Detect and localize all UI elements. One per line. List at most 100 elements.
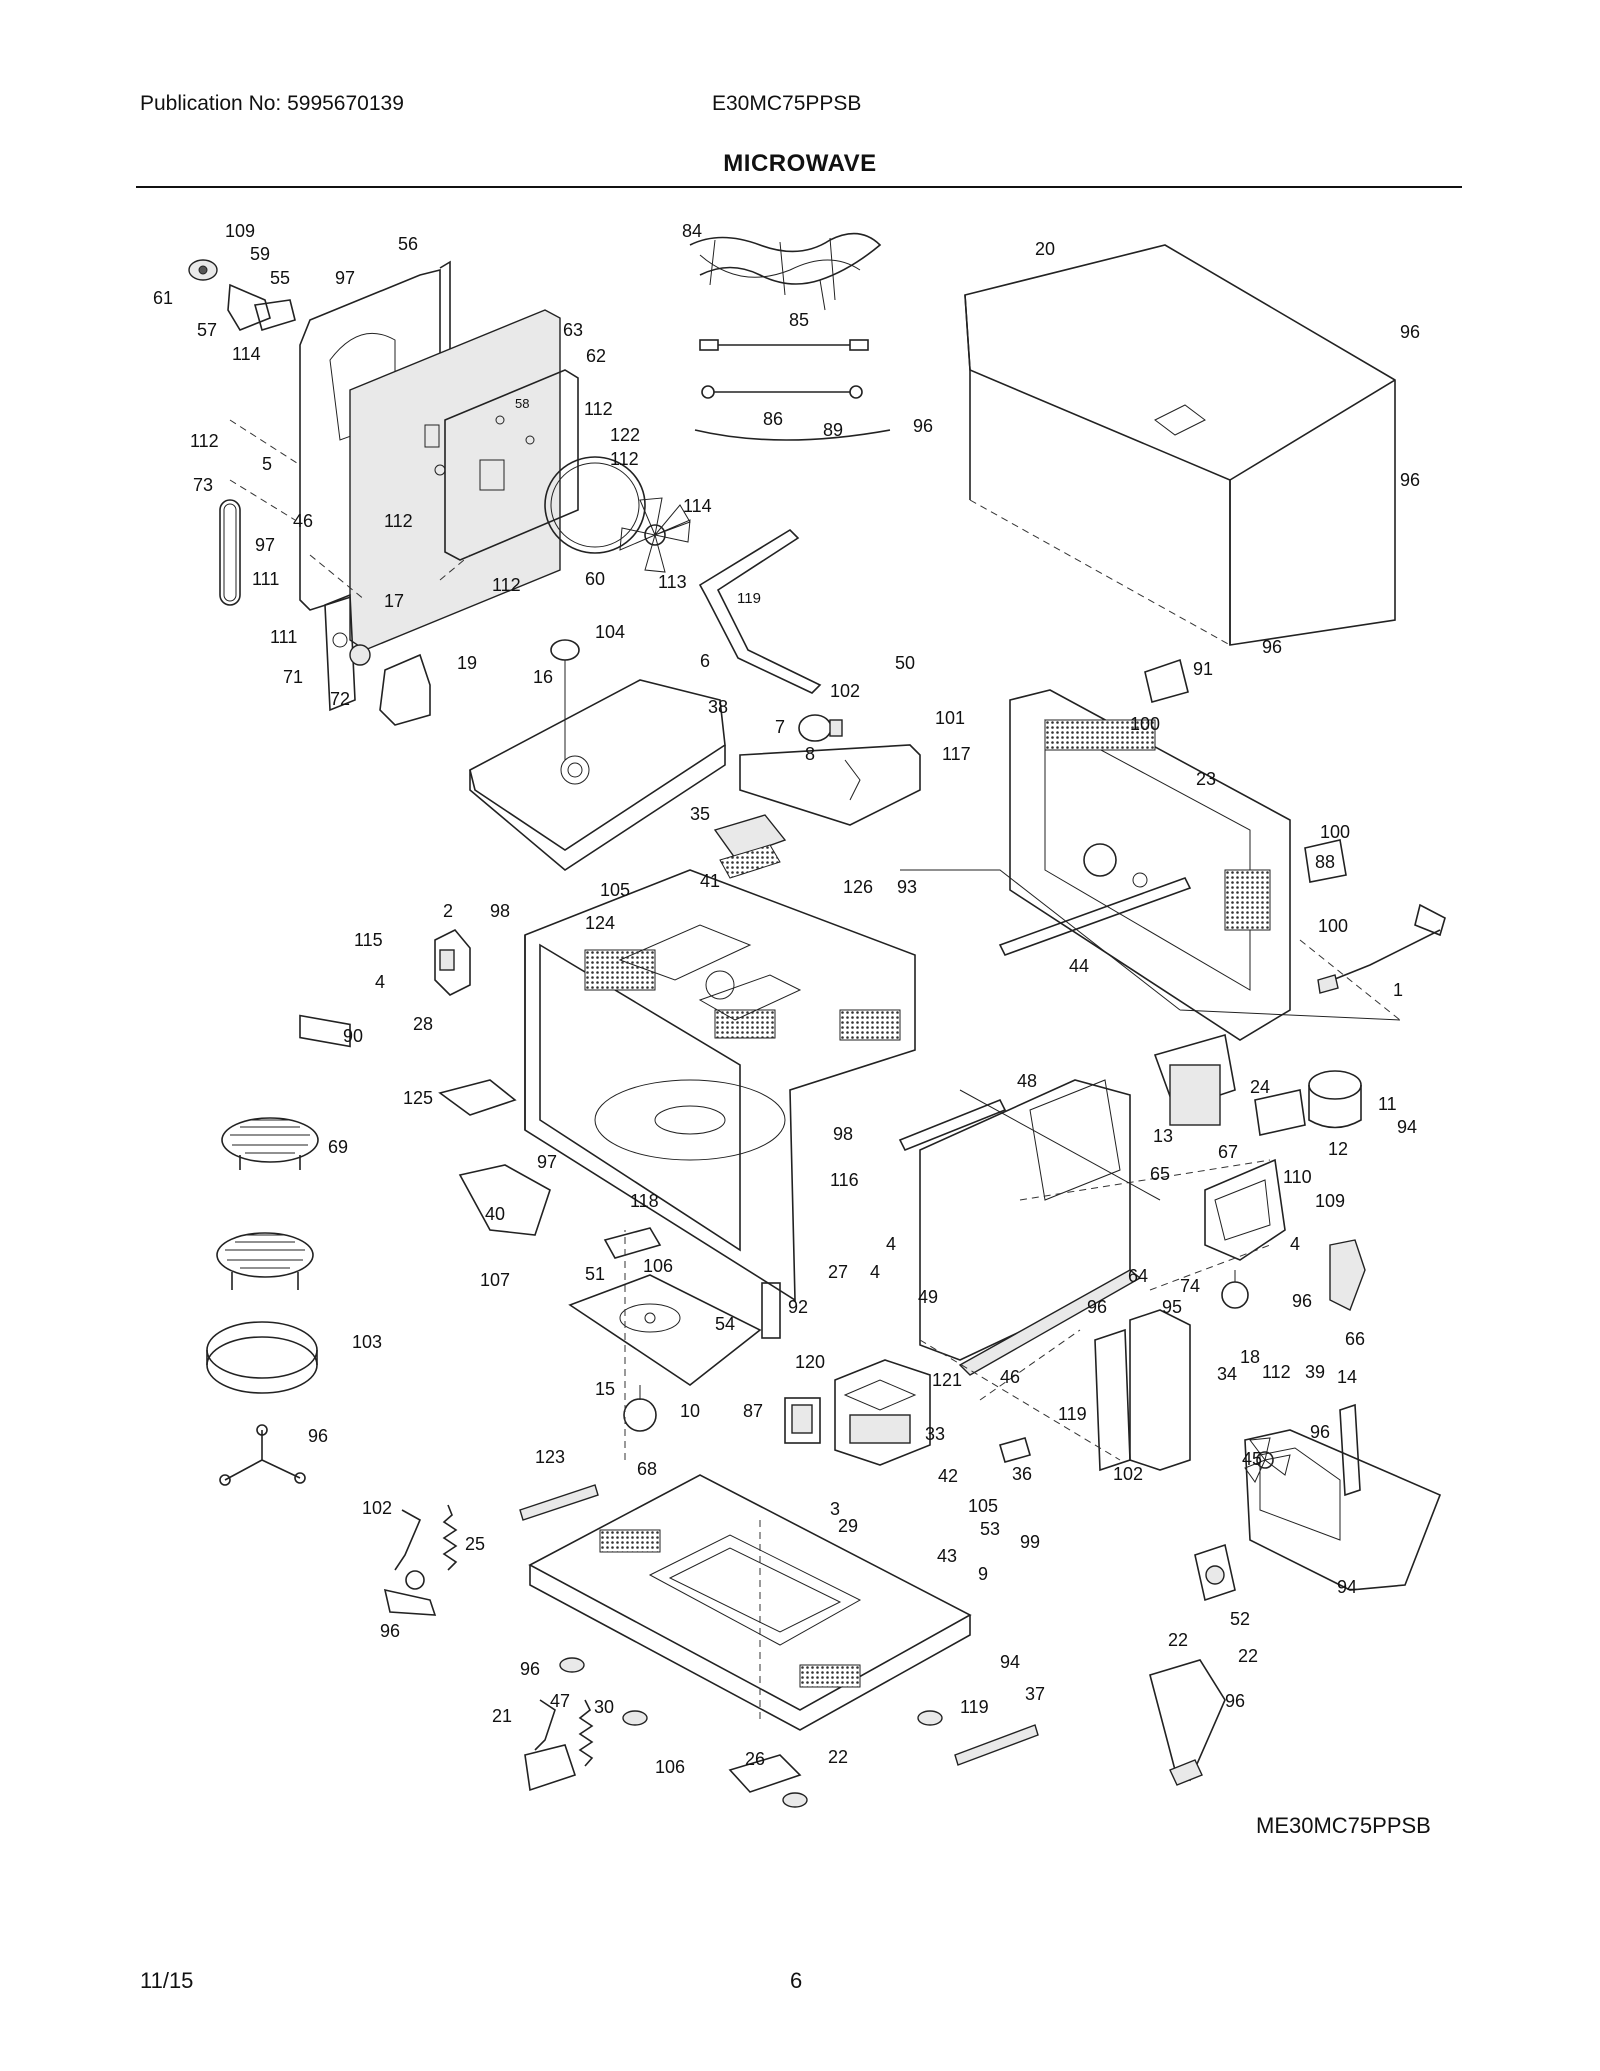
callout-label: 100: [1130, 714, 1160, 734]
callout-label: 115: [354, 930, 383, 950]
tab-87: [999, 1437, 1031, 1463]
callout-label: 45: [1242, 1449, 1262, 1469]
callout-label: 98: [833, 1124, 853, 1144]
callout-label: 18: [1240, 1347, 1260, 1367]
callout-label: 116: [830, 1170, 859, 1190]
callout-label: 72: [330, 689, 350, 709]
callout-label: 33: [925, 1424, 945, 1444]
gasket-119-left: [519, 1484, 599, 1521]
plate-54: [568, 1274, 762, 1386]
callout-label: 94: [1337, 1577, 1357, 1597]
callout-label: 74: [1180, 1276, 1200, 1296]
callout-label: 101: [935, 708, 965, 728]
callout-label: 106: [643, 1256, 673, 1276]
callout-label: 91: [1193, 659, 1213, 679]
callout-label: 62: [586, 346, 606, 366]
callout-label: 109: [1315, 1191, 1345, 1211]
strip-92: [761, 1282, 781, 1339]
latch-30-26: [524, 1699, 577, 1792]
callout-label: 97: [537, 1152, 557, 1172]
thermostat-16: [550, 639, 580, 760]
callout-label: 113: [658, 572, 687, 592]
title-rule: [136, 186, 1462, 188]
latch-29-25: [383, 1509, 437, 1616]
callout-label: 73: [193, 475, 213, 495]
callout-label: 96: [1262, 637, 1282, 657]
callout-label: 60: [585, 569, 605, 589]
switch-28: [434, 929, 471, 996]
callout-label: 3: [830, 1499, 840, 1519]
callout-label: 102: [1113, 1464, 1143, 1484]
callout-label: 55: [270, 268, 290, 288]
callout-label: 119: [737, 590, 761, 607]
callout-label: 64: [1128, 1266, 1148, 1286]
cover-67-65: [1204, 1158, 1286, 1261]
callout-label: 90: [343, 1026, 363, 1046]
callout-label: 22: [1168, 1630, 1188, 1650]
callout-label: 94: [1397, 1117, 1417, 1137]
bracket-51: [603, 1227, 662, 1259]
callout-label: 8: [805, 744, 815, 764]
wire-harness-84: [689, 232, 882, 311]
callout-label: 96: [520, 1659, 540, 1679]
callout-label: 111: [270, 627, 297, 647]
callout-label: 71: [283, 667, 303, 687]
callout-label: 1: [1393, 980, 1403, 1000]
callout-label: 9: [978, 1564, 988, 1584]
callout-label: 11: [1378, 1094, 1397, 1114]
bracket-62: [444, 369, 579, 561]
panel-48-49: [898, 1079, 1131, 1361]
callout-label: 102: [362, 1498, 392, 1518]
callout-label: 26: [745, 1749, 765, 1769]
callout-label: 125: [403, 1088, 433, 1108]
rack-70: [216, 1232, 314, 1290]
callout-label: 107: [480, 1270, 510, 1290]
callout-label: 97: [255, 535, 275, 555]
capacitor-11: [1308, 1070, 1362, 1129]
page-number: 6: [790, 1968, 803, 1993]
callout-label: 59: [250, 244, 270, 264]
filter-35-41: [713, 814, 787, 879]
callout-label: 20: [1035, 239, 1055, 259]
callout-label: 118: [630, 1191, 659, 1211]
callout-label: 63: [563, 320, 583, 340]
callout-label: 111: [252, 569, 279, 589]
spring-53: [442, 1504, 458, 1571]
rack-69: [221, 1117, 319, 1170]
callout-label: 98: [490, 901, 510, 921]
callout-label: 96: [913, 416, 933, 436]
duct-47: [1149, 1659, 1226, 1782]
callout-label: 40: [485, 1204, 505, 1224]
callout-label: 100: [1320, 822, 1350, 842]
bulb-7: [798, 714, 843, 742]
callout-label: 65: [1150, 1164, 1170, 1184]
panel-63: [349, 309, 561, 651]
callout-label: 41: [700, 871, 720, 891]
capacitor-15: [784, 1397, 821, 1444]
callout-label: 4: [870, 1262, 880, 1282]
callout-label: 29: [838, 1516, 858, 1536]
callout-label: 43: [937, 1546, 957, 1566]
fan-ring-122: [544, 456, 646, 554]
motor-9: [1194, 1543, 1236, 1602]
callout-label: 46: [1000, 1367, 1020, 1387]
callout-label: 61: [153, 288, 173, 308]
callout-label: 4: [1290, 1234, 1300, 1254]
callout-labels: 109 59 55 97 56 61 57 114 63 62 58 112 1…: [153, 221, 1420, 1777]
callout-label: 105: [968, 1496, 998, 1516]
power-cord-1: [1317, 903, 1446, 994]
gasket-119-top: [698, 528, 822, 694]
callout-label: 96: [1225, 1691, 1245, 1711]
model-number: E30MC75PPSB: [712, 92, 862, 115]
strip-37: [1169, 1759, 1203, 1786]
drawing-id: ME30MC75PPSB: [1256, 1813, 1431, 1838]
callout-label: 44: [1069, 956, 1089, 976]
fan-blade-113: [619, 497, 691, 573]
callout-label: 22: [1238, 1646, 1258, 1666]
page-title: MICROWAVE: [723, 150, 877, 177]
outer-cabinet-20: [964, 244, 1396, 646]
callout-label: 53: [980, 1519, 1000, 1539]
callout-label: 6: [700, 651, 710, 671]
cable-85: [699, 339, 869, 351]
